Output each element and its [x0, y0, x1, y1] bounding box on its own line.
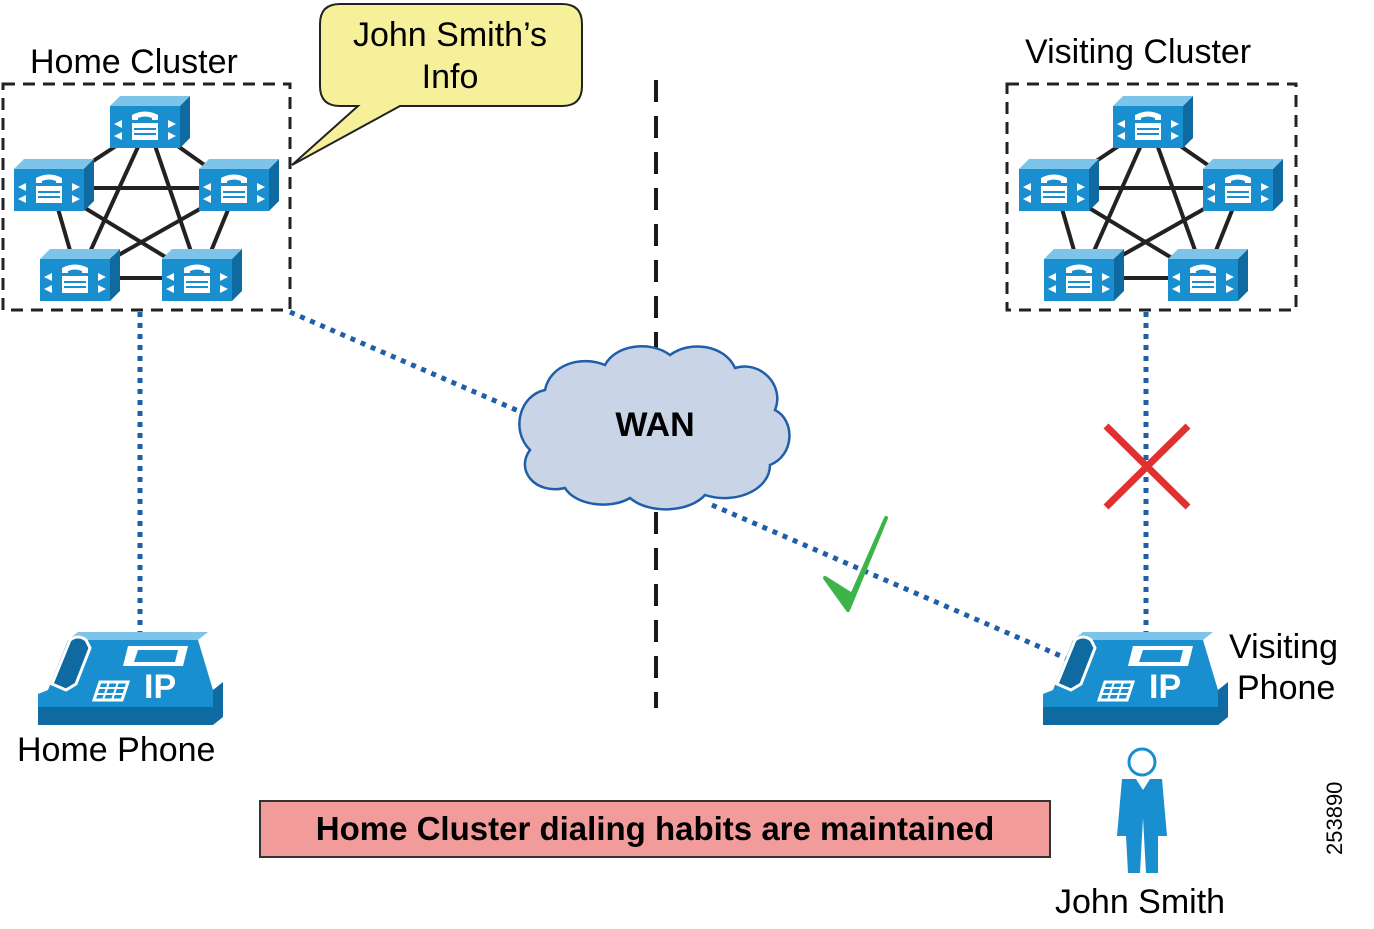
callout-text: John Smith’s Info: [322, 14, 578, 98]
visiting-cluster-boundary: [1005, 82, 1298, 312]
ip-phone-icon: [1041, 630, 1230, 727]
figure-id: 253890: [1322, 781, 1347, 855]
visiting-phone-label-line-1: Visiting: [1229, 628, 1338, 666]
cross-icon: [1103, 423, 1191, 510]
home-cluster-boundary: [1, 82, 292, 312]
callout-bubble: [291, 3, 583, 166]
wan-label: WAN: [615, 406, 695, 444]
call-manager-server-icon: [39, 248, 121, 302]
check-icon: [823, 516, 888, 612]
call-manager-server-icon: [13, 158, 95, 212]
call-manager-server-icon: [1018, 158, 1100, 212]
ip-phone-icon: [36, 630, 225, 727]
wan-to-visiting-phone-link: [711, 502, 1071, 663]
summary-banner: Home Cluster dialing habits are maintain…: [259, 800, 1051, 858]
user-label: John Smith: [1055, 883, 1226, 921]
home-phone-badge: IP: [144, 668, 176, 706]
call-manager-server-icon: [161, 248, 243, 302]
visiting-phone-badge: IP: [1149, 668, 1181, 706]
call-manager-server-icon: [1202, 158, 1284, 212]
call-manager-server-icon: [1112, 95, 1194, 149]
cloud-icon: [518, 345, 791, 511]
visiting-phone: IP: [1041, 630, 1230, 727]
visiting-cluster-label: Visiting Cluster: [1025, 33, 1252, 71]
person-icon: [1117, 747, 1167, 873]
visiting-cluster: [1005, 82, 1298, 312]
call-manager-server-icon: [198, 158, 280, 212]
visiting-phone-label-line-2: Phone: [1237, 669, 1336, 707]
call-manager-server-icon: [1043, 248, 1125, 302]
callout-line-1: John Smith’s: [352, 16, 548, 54]
home-phone-label: Home Phone: [17, 731, 216, 769]
call-manager-server-icon: [1167, 248, 1249, 302]
home-cluster: [1, 82, 292, 312]
home-phone: IP: [36, 630, 225, 727]
home-cluster-label: Home Cluster: [30, 43, 238, 81]
call-manager-server-icon: [109, 95, 191, 149]
home-cluster-to-wan-link: [289, 309, 531, 419]
callout-line-2: Info: [421, 58, 479, 96]
